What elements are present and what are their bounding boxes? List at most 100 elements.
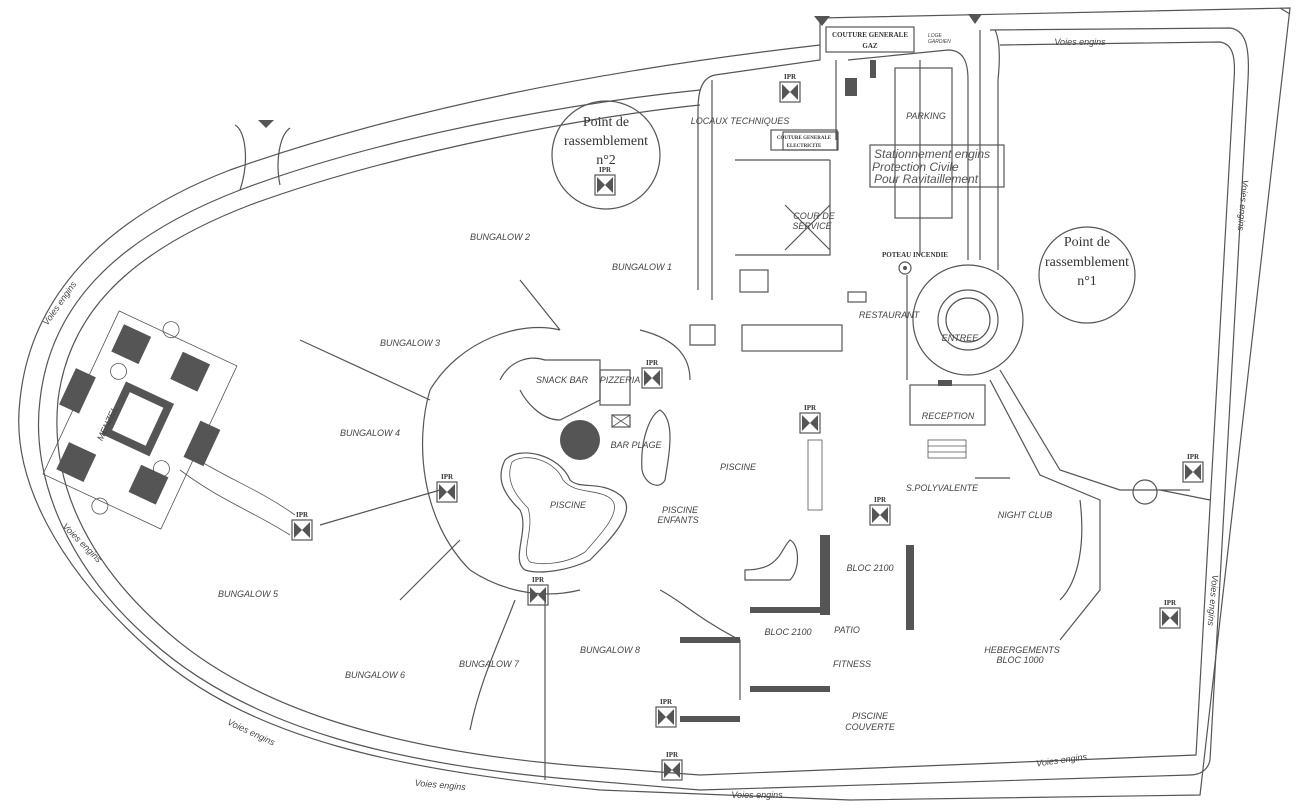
ipr-label: IPR: [296, 511, 309, 519]
label-night-club: NIGHT CLUB: [998, 510, 1053, 520]
assembly-point-1-line-2: rassemblement: [1045, 255, 1129, 270]
entrance-arrow-icon: [814, 16, 830, 26]
ipr-label: IPR: [660, 698, 673, 706]
ipr-extinguisher-marker: IPR: [1182, 453, 1204, 483]
guard-lodge-label-1: LOGE: [928, 33, 943, 39]
labels: COUTURE GENERALE GAZ LOGE GARDIEN COUTUR…: [95, 31, 1129, 732]
ipr-label: IPR: [441, 473, 454, 481]
assembly-point-2-line-3: n°2: [596, 153, 616, 168]
electric-cutoff-box: [770, 129, 838, 151]
ipr-box: [869, 504, 891, 526]
ipr-cross-icon: [1185, 464, 1201, 480]
ipr-box: [1159, 607, 1181, 629]
restaurant-building: [741, 324, 843, 352]
ipr-cross-icon: [802, 415, 818, 431]
ipr-extinguisher-marker: IPR: [655, 698, 677, 728]
road-label: Voies engins: [1206, 574, 1220, 626]
label-piscine-enfants-2: ENFANTS: [657, 515, 698, 525]
ipr-box: [779, 81, 801, 103]
label-bloc-2100-b: BLOC 2100: [764, 627, 811, 637]
ipr-cross-icon: [530, 587, 546, 603]
label-locaux-techniques: LOCAUX TECHNIQUES: [691, 116, 790, 126]
buildings: [680, 60, 1010, 722]
ipr-label: IPR: [804, 404, 817, 412]
label-entree: ENTREE: [942, 333, 980, 343]
label-piscine-couverte-1: PISCINE: [852, 711, 889, 721]
ipr-extinguisher-marker: IPR: [641, 359, 663, 389]
road-label: Voies engins: [731, 790, 783, 800]
ipr-extinguisher-marker: IPR: [436, 473, 458, 503]
ipr-box: [661, 759, 683, 781]
parking-note-line-1: Stationnement engins: [874, 147, 990, 161]
parking-note-box: [869, 144, 1005, 188]
ipr-label: IPR: [784, 73, 797, 81]
ipr-label: IPR: [874, 496, 887, 504]
ipr-box: [1182, 461, 1204, 483]
label-bungalow-5: BUNGALOW 5: [218, 589, 279, 599]
label-parking: PARKING: [906, 111, 946, 121]
ipr-box: [594, 174, 616, 196]
road-label: Voies engins: [1036, 751, 1089, 768]
ipr-label: IPR: [646, 359, 659, 367]
ipr-cross-icon: [872, 507, 888, 523]
bar-plage-round: [560, 420, 600, 460]
label-restaurant: RESTAURANT: [859, 310, 921, 320]
ipr-extinguisher-marker: IPR: [594, 166, 616, 196]
ipr-extinguisher-marker: IPR: [1159, 599, 1181, 629]
label-bungalow-8: BUNGALOW 8: [580, 645, 640, 655]
gas-cutoff-box: [825, 26, 915, 53]
road-label: Voies engins: [41, 279, 79, 327]
gas-cutoff-label-2: GAZ: [862, 42, 878, 50]
assembly-point-2-line-1: Point de: [583, 115, 629, 130]
ipr-label: IPR: [1187, 453, 1200, 461]
assembly-point-2-circle: [551, 100, 661, 210]
ipr-label: IPR: [599, 166, 612, 174]
ipr-extinguisher-marker: IPR: [869, 496, 891, 526]
ipr-cross-icon: [1162, 610, 1178, 626]
label-bungalow-6: BUNGALOW 6: [345, 670, 405, 680]
label-hebergements-1: HEBERGEMENTS: [984, 645, 1060, 655]
label-bloc-2100-a: BLOC 2100: [846, 563, 893, 573]
label-bungalow-4: BUNGALOW 4: [340, 428, 400, 438]
ipr-label: IPR: [1164, 599, 1177, 607]
electric-cutoff-label-1: COUTURE GENERALE: [777, 136, 832, 141]
ipr-extinguisher-marker: IPR: [779, 73, 801, 103]
label-bungalow-3: BUNGALOW 3: [380, 338, 440, 348]
ipr-box: [655, 706, 677, 728]
ipr-cross-icon: [294, 522, 310, 538]
label-cour-service-2: SERVICE: [792, 221, 832, 231]
label-bungalow-7: BUNGALOW 7: [459, 659, 520, 669]
label-fitness: FITNESS: [833, 659, 871, 669]
label-hebergements-2: BLOC 1000: [996, 655, 1043, 665]
pool-piscine-west: [500, 452, 628, 573]
road-label: Voies engins: [1054, 37, 1106, 47]
label-bungalow-2: BUNGALOW 2: [470, 232, 530, 242]
label-bar-plage: BAR PLAGE: [610, 440, 662, 450]
ipr-box: [799, 412, 821, 434]
ipr-cross-icon: [644, 370, 660, 386]
label-bungalow-1: BUNGALOW 1: [612, 262, 672, 272]
gas-cutoff-label-1: COUTURE GENERALE: [832, 31, 908, 39]
ipr-cross-icon: [658, 709, 674, 725]
ipr-extinguisher-marker: IPR: [527, 576, 549, 606]
entrance-arrow-icon: [968, 14, 982, 24]
label-snack-bar: SNACK BAR: [536, 375, 589, 385]
assembly-point-1-line-1: Point de: [1064, 235, 1110, 250]
ipr-box: [291, 519, 313, 541]
label-reception: RECEPTION: [922, 411, 975, 421]
label-piscine-couverte-2: COUVERTE: [845, 722, 896, 732]
assembly-point-1-circle: [1038, 226, 1136, 324]
label-piscine-west: PISCINE: [550, 500, 587, 510]
ipr-box: [436, 481, 458, 503]
label-patio: PATIO: [834, 625, 860, 635]
ipr-cross-icon: [597, 177, 613, 193]
ipr-label: IPR: [532, 576, 545, 584]
parking-note-line-2: Protection Civile: [872, 160, 959, 174]
road-label: Voies engins: [226, 717, 277, 748]
fire-hydrant-label: POTEAU INCENDIE: [882, 251, 948, 259]
service-road: [37, 27, 1250, 791]
ipr-label: IPR: [666, 751, 679, 759]
ipr-cross-icon: [439, 484, 455, 500]
